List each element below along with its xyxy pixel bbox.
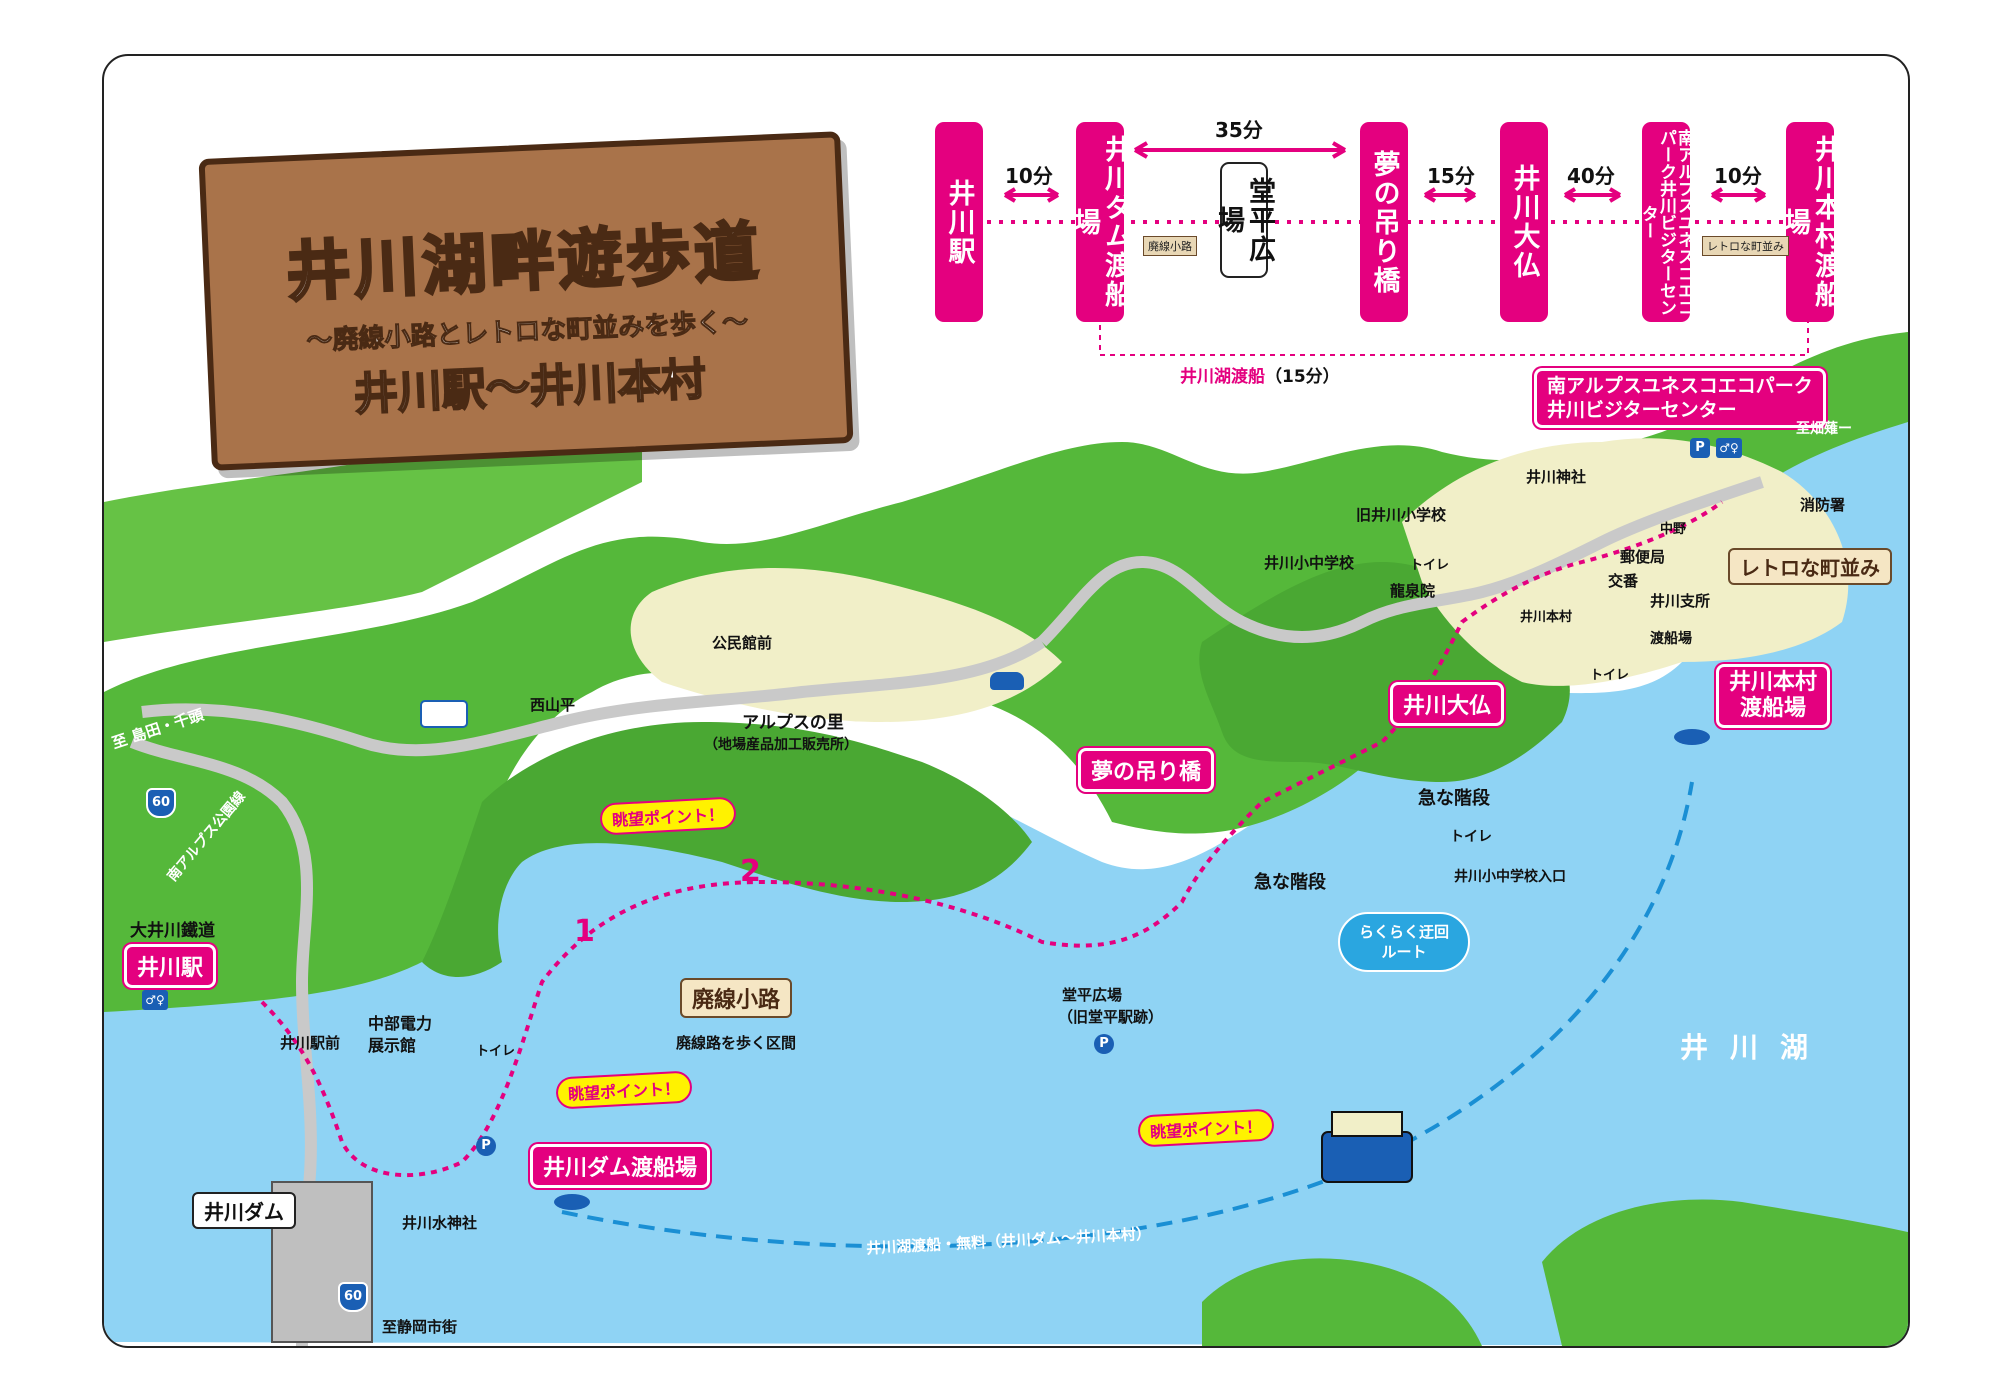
- car-icon: [990, 672, 1024, 690]
- label-school-entrance: 井川小中学校入口: [1454, 869, 1566, 885]
- label-honmura-pier: 井川本村 渡船場: [1716, 664, 1831, 728]
- label-oigawa-railway: 大井川鐵道: [130, 921, 215, 941]
- village-area: [630, 568, 1062, 722]
- label-haisen-sub: 廃線路を歩く区間: [676, 1034, 797, 1052]
- route-60-sign-west: 60: [146, 788, 176, 818]
- map-frame: [102, 54, 1910, 1348]
- label-toilet-town: トイレ: [1590, 668, 1630, 683]
- label-yume: 夢の吊り橋: [1078, 748, 1215, 792]
- bus-icon: [420, 700, 468, 728]
- label-daibutsu: 井川大仏: [1390, 682, 1505, 726]
- route-stop-ikawa-station: 井川駅: [935, 122, 983, 322]
- route-stop-daibutsu: 井川大仏: [1500, 122, 1548, 322]
- label-kyuna-2: 急な階段: [1418, 788, 1490, 809]
- forest-peninsula: [422, 722, 1032, 977]
- label-suijinsha: 井川水神社: [402, 1214, 478, 1232]
- label-chubu-museum-1: 中部電力: [368, 1014, 433, 1033]
- forest-top: [104, 410, 642, 642]
- label-honmura-pier-2: 渡船場: [1740, 696, 1807, 721]
- parking-icon-visitor: P: [1690, 438, 1710, 458]
- route-stop-yume: 夢の吊り橋: [1360, 122, 1408, 322]
- label-kyuna-1: 急な階段: [1254, 872, 1326, 893]
- label-toilet-stairs: トイレ: [1450, 829, 1492, 845]
- title-sign: 井川湖畔遊歩道 〜廃線小路とレトロな町並みを歩く〜 井川駅〜井川本村: [198, 131, 854, 471]
- small-boat-icon: [554, 1194, 590, 1210]
- label-post: 郵便局: [1620, 548, 1666, 566]
- label-old-school: 旧井川小学校: [1356, 506, 1447, 524]
- duration-3: 15分: [1427, 164, 1475, 188]
- label-alps-sato: アルプスの里: [742, 713, 844, 733]
- page-title: 井川湖畔遊歩道: [283, 214, 765, 312]
- toilet-icon-visitor: ♂♀: [1716, 438, 1742, 458]
- label-ikawa-station: 井川駅: [124, 944, 217, 988]
- lake-name: 井川湖: [1680, 1031, 1831, 1064]
- parking-icon-station: P: [476, 1136, 496, 1156]
- route-stop-visitor-center: 南アルプスユネスコエコパーク井川ビジターセンター: [1638, 122, 1694, 322]
- parking-icon: P: [1094, 1034, 1114, 1054]
- map-background: [104, 332, 1908, 1346]
- label-shrine: 井川神社: [1526, 468, 1587, 486]
- label-alps-sato-sub: （地場産品加工販売所）: [704, 737, 858, 753]
- route-stop-dodaira: 堂平広場: [1213, 162, 1275, 278]
- route-stop-dam-pier: 井川ダム渡船場: [1069, 122, 1131, 322]
- label-dam-pier: 井川ダム渡船場: [530, 1144, 711, 1188]
- marker-2: 2: [740, 854, 761, 889]
- label-toilet-school: トイレ: [1410, 558, 1450, 573]
- label-kominkan: 公民館前: [712, 634, 773, 652]
- ferry-name: 井川湖渡船: [1180, 367, 1265, 387]
- label-ryusenin: 龍泉院: [1390, 582, 1436, 600]
- street-tag: レトロな町並み: [1702, 236, 1789, 256]
- ferry-boat-icon: [1321, 1111, 1413, 1183]
- trail-tag: 廃線小路: [1143, 236, 1197, 256]
- label-dodaira-sub: （旧堂平駅跡）: [1058, 1008, 1164, 1026]
- ferry-label: 井川湖渡船（15分）: [1180, 362, 1340, 387]
- label-ikawa-honmura: 井川本村: [1520, 610, 1573, 625]
- label-branch: 井川支所: [1650, 592, 1711, 610]
- toilet-icon: ♂♀: [142, 990, 168, 1010]
- forest-south: [1542, 1199, 1908, 1346]
- label-haisen: 廃線小路: [680, 978, 793, 1018]
- route-stop-honmura-pier: 井川本村渡船場: [1779, 122, 1841, 322]
- label-rakuraku: らくらく迂回ルート: [1338, 912, 1470, 972]
- route-60-sign: 60: [338, 1282, 368, 1312]
- town-area: [1402, 438, 1849, 686]
- label-retro: レトロな町並み: [1728, 548, 1892, 585]
- label-fire: 消防署: [1800, 496, 1846, 514]
- label-station-mae: 井川駅前: [280, 1034, 341, 1052]
- label-koban: 交番: [1608, 572, 1639, 590]
- ferry-time: （15分）: [1265, 367, 1340, 387]
- label-nishiyama: 西山平: [530, 696, 576, 714]
- ferry-route: [561, 781, 1694, 1249]
- label-visitor-center-1: 南アルプスユネスコエコパーク: [1547, 375, 1813, 397]
- label-tosenjo: 渡船場: [1650, 631, 1692, 647]
- label-honmura-pier-1: 井川本村: [1729, 670, 1818, 695]
- label-visitor-center-2: 井川ビジターセンター: [1547, 399, 1737, 421]
- label-to-shizuoka: 至静岡市街: [382, 1318, 458, 1336]
- duration-4: 40分: [1567, 164, 1615, 188]
- trail-path: [260, 500, 1724, 1178]
- road-main: [129, 736, 317, 1346]
- label-dam: 井川ダム: [192, 1192, 296, 1229]
- label-chubu-museum-2: 展示館: [368, 1036, 417, 1055]
- label-dodaira: 堂平広場: [1062, 986, 1123, 1004]
- duration-2: 35分: [1215, 118, 1263, 142]
- label-toilet-dam: トイレ: [476, 1044, 516, 1059]
- marker-1: 1: [574, 914, 595, 949]
- label-school: 井川小中学校: [1264, 554, 1355, 572]
- label-to-hatanagi: 至畑薙ー: [1796, 421, 1852, 437]
- dam-structure: [271, 1181, 373, 1343]
- duration-1: 10分: [1005, 164, 1053, 188]
- label-visitor-center: 南アルプスユネスコエコパーク 井川ビジターセンター: [1534, 368, 1826, 428]
- duration-5: 10分: [1714, 164, 1762, 188]
- label-nakano: 中野: [1660, 522, 1687, 537]
